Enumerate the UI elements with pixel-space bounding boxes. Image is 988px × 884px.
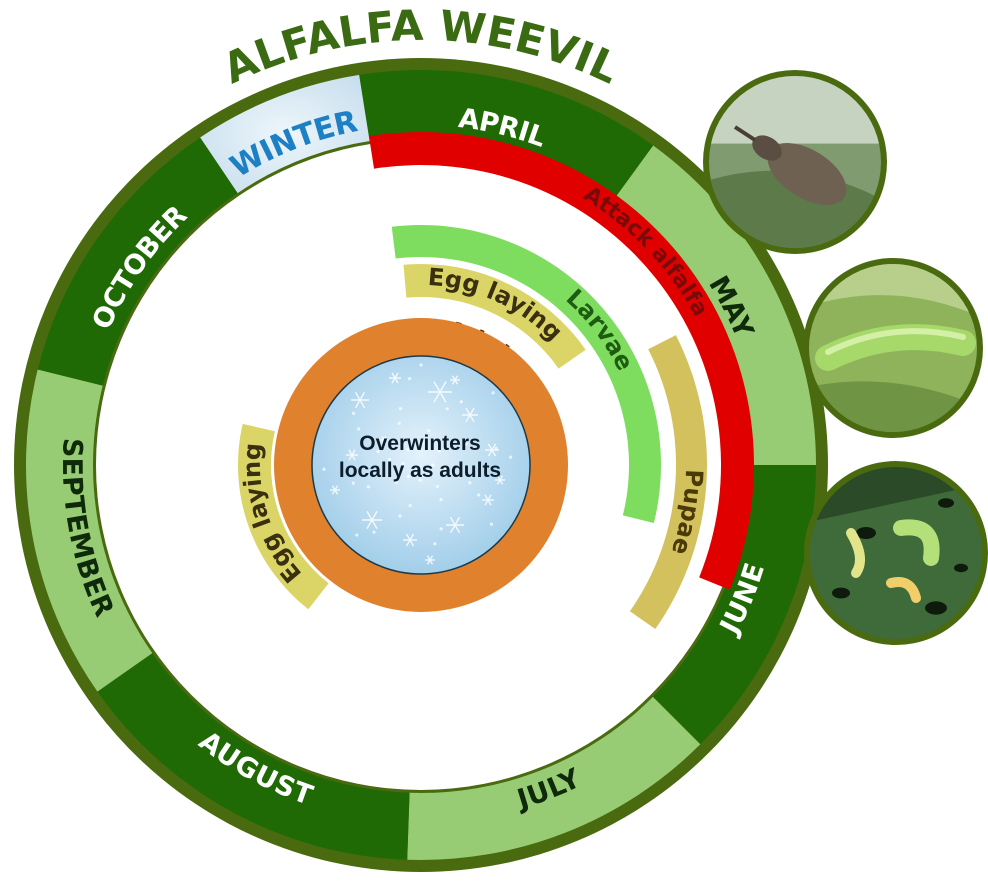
snow-dot <box>492 391 495 394</box>
snow-dot <box>352 412 355 415</box>
snow-dot <box>433 542 436 545</box>
snow-dot <box>399 407 402 410</box>
snow-dot <box>440 527 443 530</box>
center-line-1: Overwinters <box>322 430 518 457</box>
snow-dot <box>372 531 375 534</box>
leaf-damage-photo <box>804 461 988 645</box>
larva-photo <box>803 258 983 438</box>
snow-dot <box>436 485 439 488</box>
snow-dot <box>460 400 463 403</box>
snow-dot <box>446 407 449 410</box>
snow-dot <box>408 377 411 380</box>
snow-dot <box>398 514 401 517</box>
adult-weevil-photo <box>703 70 887 254</box>
snow-dot <box>490 523 493 526</box>
snow-dot <box>398 422 401 425</box>
center-caption: Overwinters locally as adults <box>322 430 518 484</box>
center-line-2: locally as adults <box>322 457 518 484</box>
snow-dot <box>419 363 422 366</box>
snow-dot <box>367 485 370 488</box>
snow-dot <box>409 504 412 507</box>
snow-dot <box>477 493 480 496</box>
snow-dot <box>355 533 358 536</box>
snow-dot <box>439 498 442 501</box>
